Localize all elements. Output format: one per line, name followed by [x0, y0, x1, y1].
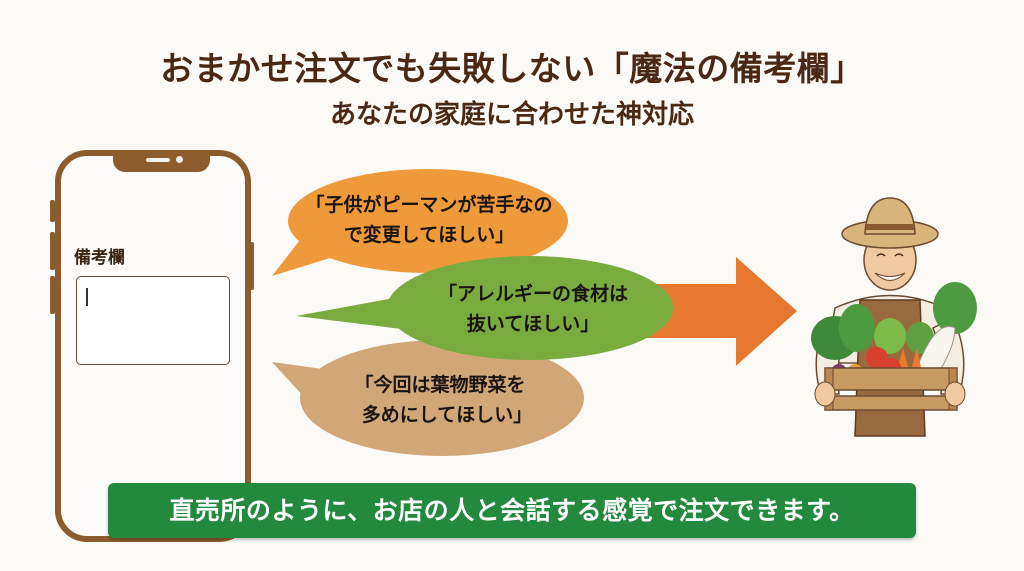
phone-notch: [113, 150, 210, 172]
text-caret: [86, 288, 88, 306]
memo-field-label: 備考欄: [74, 248, 125, 268]
bubble-line: 多めにしてほしい」: [361, 404, 533, 426]
bubble-text-tan: 「今回は葉物野菜を 多めにしてほしい」: [330, 370, 550, 430]
phone-volume-up-button: [50, 200, 55, 222]
farmer-illustration: [811, 197, 977, 437]
page-title: おまかせ注文でも失敗しない「魔法の備考欄」: [160, 49, 864, 88]
speech-bubble-orange: [272, 169, 568, 276]
speech-bubble-green: [296, 256, 673, 360]
right-arrow-icon: [640, 257, 797, 366]
speech-bubble-tan: [272, 340, 584, 456]
camera-icon: [176, 156, 183, 163]
bubble-line: 「子供がピーマンが苦手なの: [305, 194, 553, 216]
bubble-line: 「アレルギーの食材は: [437, 283, 628, 305]
bottom-banner: 直売所のように、お店の人と会話する感覚で注文できます。: [108, 483, 916, 538]
memo-textarea[interactable]: [76, 276, 230, 365]
speaker-icon: [146, 158, 170, 162]
phone-volume-down-button: [50, 232, 55, 270]
page-subtitle: あなたの家庭に合わせた神対応: [329, 100, 694, 130]
bubble-text-orange: 「子供がピーマンが苦手なの で変更してほしい」: [298, 190, 560, 250]
phone-power-button: [249, 242, 254, 290]
bubble-line: 「今回は葉物野菜を: [354, 374, 526, 396]
phone-volume-side-button: [50, 276, 55, 314]
bubble-line: 抜いてほしい」: [466, 313, 600, 335]
bubble-line: で変更してほしい」: [343, 224, 515, 246]
bubble-text-green: 「アレルギーの食材は 抜いてほしい」: [410, 279, 656, 339]
